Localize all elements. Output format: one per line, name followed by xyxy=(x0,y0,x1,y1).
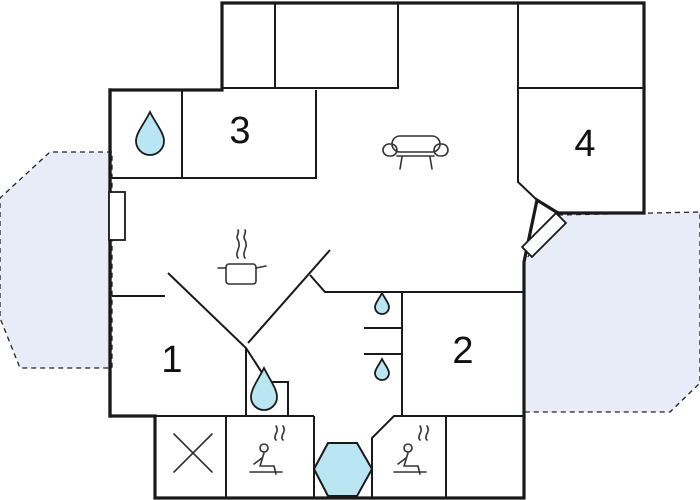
wall xyxy=(309,274,402,293)
water-drop-icon xyxy=(250,365,278,411)
cross-icon xyxy=(173,433,213,473)
hexagon-pool-icon xyxy=(312,442,374,497)
outer-wall xyxy=(108,1,646,500)
water-drop-icon xyxy=(135,109,165,156)
room-number-1: 1 xyxy=(161,339,182,381)
water-drop-icon xyxy=(374,356,390,381)
wall xyxy=(274,3,399,89)
sauna-person-icon xyxy=(249,425,285,475)
cooking-pot-icon xyxy=(217,229,267,285)
room-number-3: 3 xyxy=(229,110,250,152)
window-east xyxy=(520,211,568,259)
window-west xyxy=(108,191,126,241)
sofa-icon xyxy=(382,135,449,170)
room-number-2: 2 xyxy=(452,330,473,372)
wall xyxy=(371,415,402,498)
wall xyxy=(245,347,289,416)
wall xyxy=(517,3,538,201)
sauna-person-icon xyxy=(393,425,429,475)
wall xyxy=(247,249,331,344)
wall xyxy=(112,90,317,179)
terrace-right xyxy=(523,211,700,413)
room-number-4: 4 xyxy=(574,123,595,165)
terrace-left xyxy=(0,151,113,369)
water-drop-icon xyxy=(374,290,390,315)
